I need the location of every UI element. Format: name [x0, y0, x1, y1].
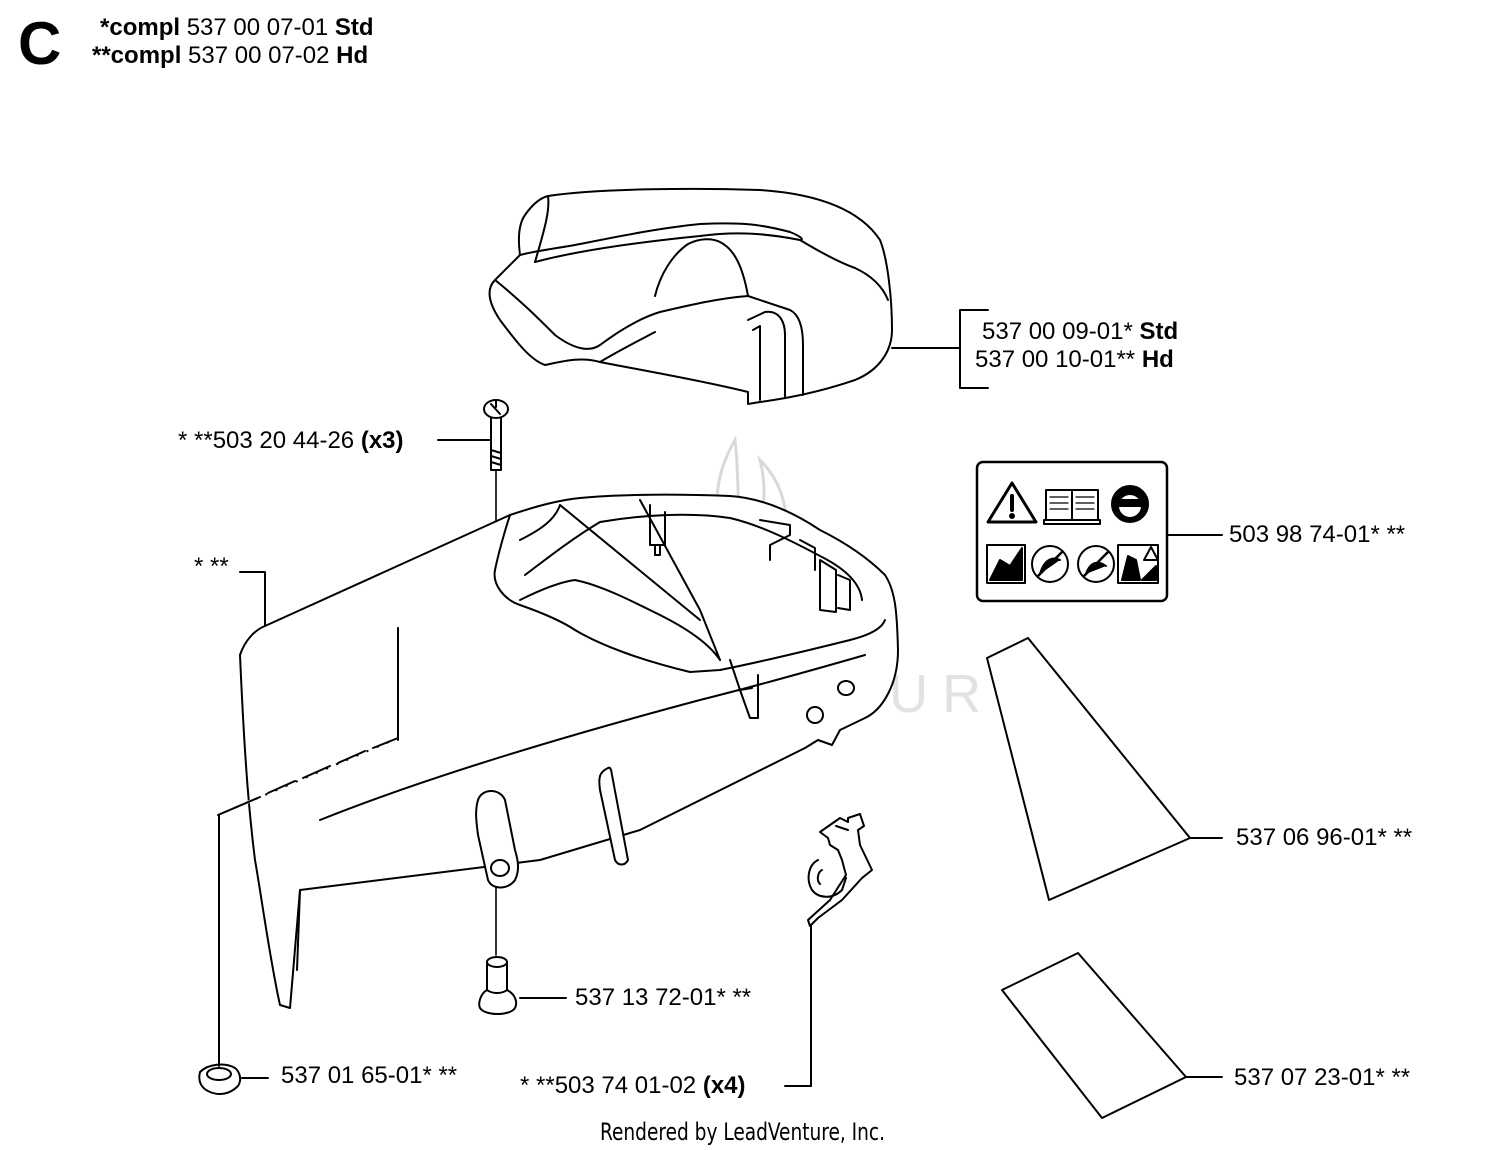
leader-lines	[239, 309, 1223, 1078]
grommet-label: 537 01 65-01* **	[281, 1062, 458, 1089]
decal-label: 503 98 74-01* **	[1229, 521, 1406, 548]
footer-credit: Rendered by LeadVenture, Inc.	[600, 1118, 886, 1146]
part-number: 537 00 09-01*	[982, 318, 1133, 345]
compl-number: 537 00 07-01	[186, 14, 329, 41]
protective-gear-icon	[1111, 485, 1149, 523]
clip-label: * **503 74 01-02 (x4)	[520, 1072, 746, 1100]
sleeve-part	[478, 956, 567, 1015]
part-number: 537 00 10-01**	[975, 346, 1136, 373]
compl-prefix: *compl	[100, 14, 181, 41]
hazard-icon-1	[986, 544, 1026, 584]
compl-suffix: Std	[334, 14, 374, 41]
compl-suffix: Hd	[336, 42, 369, 69]
no-hands-icon	[1077, 545, 1115, 583]
sleeve-label: 537 13 72-01* **	[575, 984, 752, 1011]
top-cover-part	[488, 187, 893, 405]
part-number: * **503 20 44-26	[178, 427, 355, 454]
clip-part	[784, 813, 873, 1087]
warning-triangle-icon	[986, 481, 1038, 524]
sticker-large-label: 537 06 96-01* **	[1236, 824, 1413, 851]
decal-part	[975, 460, 1169, 603]
part-quantity: (x3)	[360, 427, 404, 454]
sticker-small-label: 537 07 23-01* **	[1234, 1064, 1411, 1091]
part-variant: Hd	[1141, 346, 1174, 373]
compl-prefix: **compl	[92, 42, 182, 69]
grommet-part	[198, 814, 269, 1095]
main-cover-label: * **	[194, 553, 229, 580]
read-manual-icon	[1043, 489, 1101, 525]
sticker-small-part	[1001, 952, 1187, 1119]
assembly-std-label: *compl 537 00 07-01 Std	[100, 14, 374, 42]
top-cover-hd-label: 537 00 10-01** Hd	[975, 346, 1174, 374]
top-cover-std-label: 537 00 09-01* Std	[982, 318, 1178, 346]
screw-label: * **503 20 44-26 (x3)	[178, 427, 404, 455]
part-variant: Std	[1139, 318, 1179, 345]
no-bystanders-icon	[1031, 545, 1069, 583]
sticker-large-part	[986, 637, 1191, 901]
section-letter: C	[18, 10, 62, 77]
compl-number: 537 00 07-02	[188, 42, 330, 69]
distance-warning-icon	[1117, 544, 1159, 584]
part-quantity: (x4)	[702, 1072, 746, 1099]
part-number: * **503 74 01-02	[520, 1072, 697, 1099]
assembly-hd-label: **compl 537 00 07-02 Hd	[92, 42, 368, 70]
main-cover-part	[216, 493, 899, 1009]
